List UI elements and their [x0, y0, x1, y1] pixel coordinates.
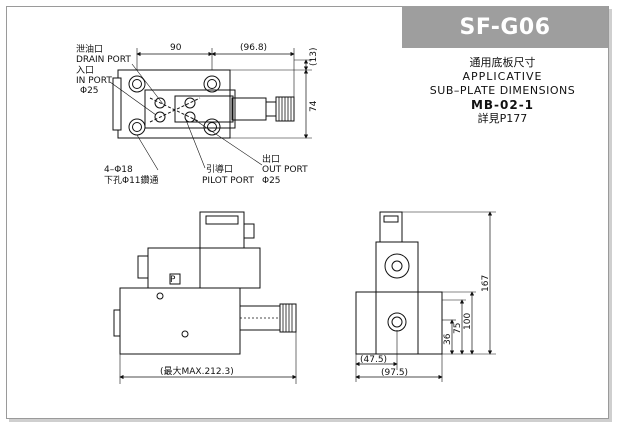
dim-90: 90: [170, 43, 182, 53]
dim-36: 36: [443, 333, 453, 345]
dim-100: 100: [463, 313, 473, 330]
side-base: [355, 291, 443, 355]
dim-47-5: (47.5): [360, 355, 387, 365]
pilot-port-label-en: PILOT PORT: [202, 176, 254, 186]
dim-96-8: (96.8): [240, 43, 267, 53]
top-view: [109, 48, 312, 171]
dim-75: 75: [453, 323, 463, 334]
front-base-block: [119, 287, 241, 355]
dim-97-5: (97.5): [381, 368, 408, 378]
in-port-dia: Φ25: [80, 86, 99, 96]
side-view: [355, 211, 496, 382]
dim-74: 74: [309, 100, 319, 112]
subplate-ref: 詳見P177: [477, 112, 528, 125]
subplate-model: MB-02-1: [470, 98, 535, 112]
top-valve-body: [144, 89, 236, 129]
front-connector: [199, 211, 245, 249]
subplate-title-cn: 通用底板尺寸: [469, 56, 536, 69]
dim-167: 167: [481, 275, 491, 292]
subplate-title-en1: APPLICATIVE: [462, 70, 543, 83]
out-port-dia: Φ25: [262, 176, 281, 186]
front-plate-letter: P: [170, 275, 176, 285]
in-port-label-en: IN PORT: [76, 76, 112, 86]
front-view: [113, 211, 297, 384]
out-port-label-en: OUT PORT: [262, 165, 308, 175]
in-port-label-cn: 入口: [76, 65, 94, 76]
front-upper-body: [147, 247, 261, 289]
side-solenoid: [375, 241, 419, 293]
drain-port-label-en: DRAIN PORT: [76, 55, 131, 65]
dim-max-length: (最大MAX.212.3): [160, 365, 234, 377]
mount-holes-note: 下孔Φ11鑽通: [104, 174, 159, 186]
out-port-label-cn: 出口: [262, 153, 280, 165]
subplate-info: 通用底板尺寸 APPLICATIVE SUB–PLATE DIMENSIONS …: [410, 56, 595, 126]
pilot-port-label-cn: 引導口: [206, 163, 233, 175]
dim-13: (13): [309, 48, 319, 66]
model-title: SF-G06: [402, 6, 608, 48]
mount-holes-label: 4–Φ18: [104, 165, 133, 175]
subplate-title-en2: SUB–PLATE DIMENSIONS: [429, 84, 576, 97]
drain-port-label-cn: 泄油口: [76, 43, 103, 55]
